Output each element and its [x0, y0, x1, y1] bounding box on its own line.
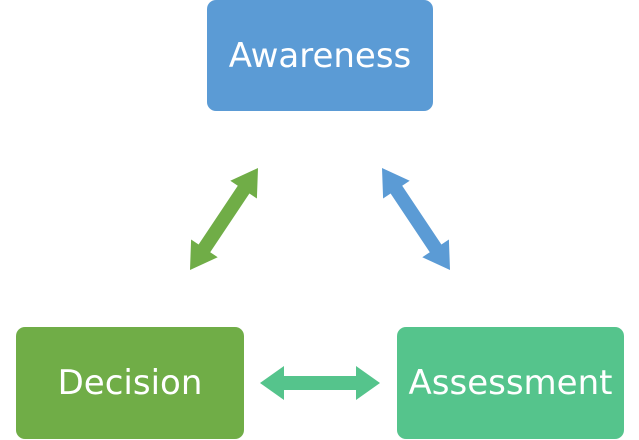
assessment-label: Assessment: [408, 363, 613, 403]
awareness-label: Awareness: [228, 35, 412, 76]
awareness-node: Awareness: [207, 0, 433, 111]
decision-label: Decision: [57, 363, 203, 403]
decision-assessment-arrow: [260, 366, 380, 400]
assessment-node: Assessment: [397, 327, 624, 439]
awareness-decision-arrow: [190, 168, 258, 270]
awareness-assessment-arrow: [382, 168, 450, 270]
decision-node: Decision: [16, 327, 244, 439]
